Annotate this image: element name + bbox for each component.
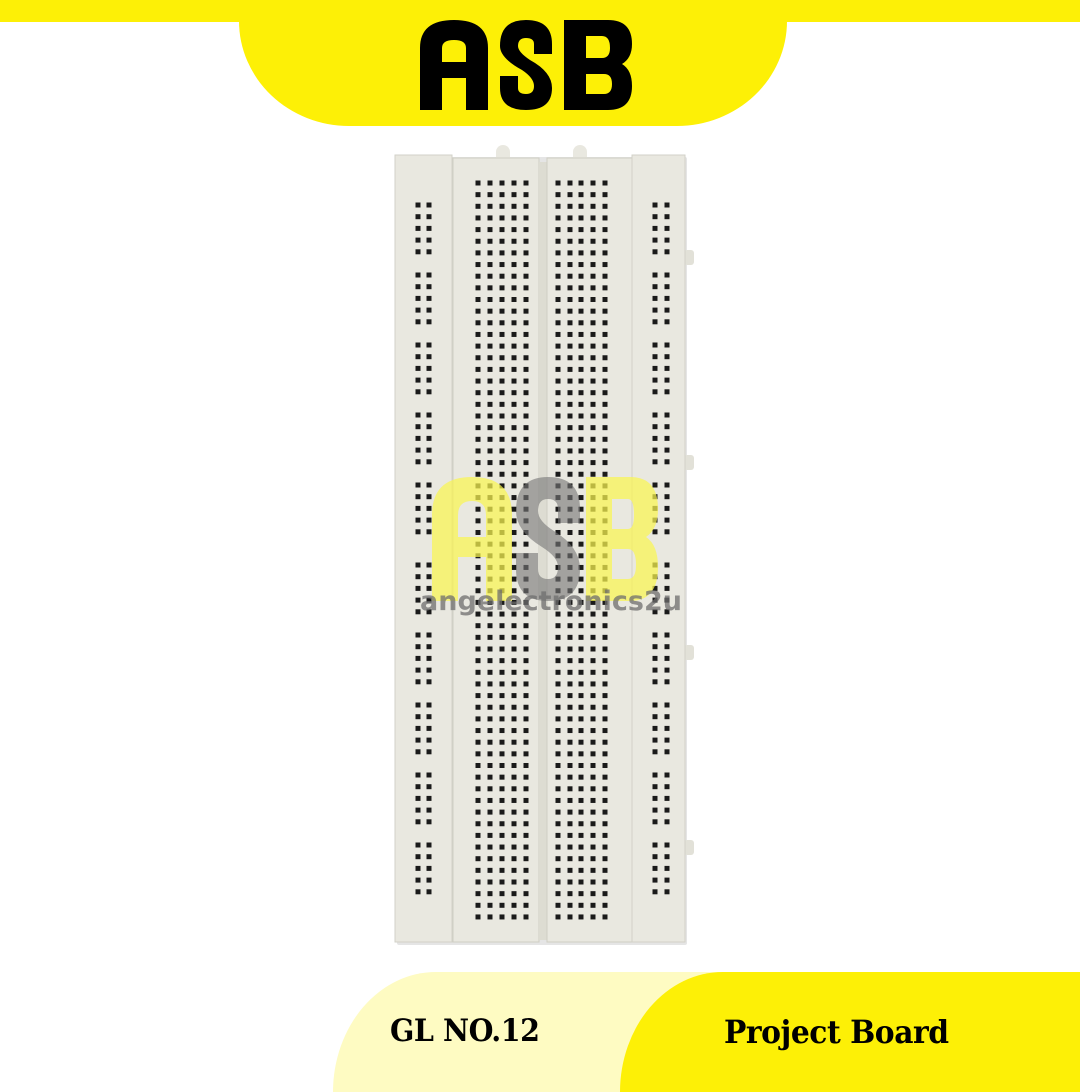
brand-logo: ASB	[420, 20, 632, 110]
watermark-site-text: angelectronics2u	[420, 586, 682, 617]
product-code-label: GL NO.12	[390, 1013, 540, 1049]
breadboard-image	[380, 140, 710, 960]
breadboard-body	[394, 145, 694, 945]
product-title-label: Project Board	[724, 1013, 949, 1051]
footer-title-pill	[620, 972, 1080, 1092]
